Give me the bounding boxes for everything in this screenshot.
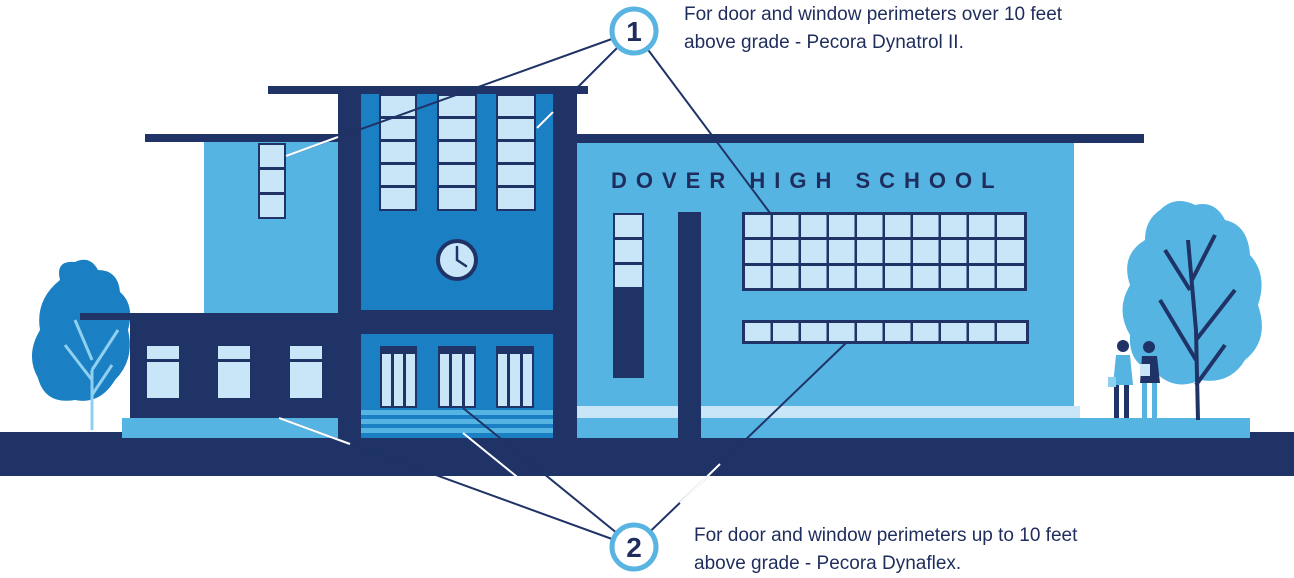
callout-1-badge: 1 xyxy=(609,6,659,56)
callout-1-number: 1 xyxy=(626,16,642,47)
tower-upper-windows xyxy=(379,94,536,211)
right-tall-window xyxy=(613,213,644,378)
callout-1-line-1: For door and window perimeters over 10 f… xyxy=(684,4,1063,25)
tower-roof xyxy=(268,86,588,94)
callout-2-badge: 2 xyxy=(609,522,659,572)
right-pillar xyxy=(678,212,701,438)
students-figures xyxy=(1108,340,1160,418)
right-wing-sill xyxy=(576,406,1080,418)
right-window-grid xyxy=(742,212,1027,291)
clock-icon xyxy=(436,239,478,281)
right-window-strip xyxy=(742,320,1029,344)
callout-2-leaders xyxy=(278,342,847,548)
ground xyxy=(0,432,1294,476)
callout-2-description: For door and window perimeters up to 10 … xyxy=(694,522,1214,578)
callout-2-number: 2 xyxy=(626,532,642,563)
callout-2-line-1: For door and window perimeters up to 10 … xyxy=(694,525,1078,546)
right-tree xyxy=(1122,201,1262,421)
left-lower-wing xyxy=(80,313,350,320)
left-roof xyxy=(145,134,350,142)
right-roof xyxy=(576,134,1144,143)
callout-2-line-2: above grade - Pecora Dynaflex. xyxy=(694,553,962,574)
left-tree xyxy=(31,259,131,430)
left-lower-windows xyxy=(147,346,322,398)
callout-1-description: For door and window perimeters over 10 f… xyxy=(684,1,1124,57)
tower-doors xyxy=(380,346,534,408)
school-sign: DOVER HIGH SCHOOL xyxy=(611,168,1004,193)
left-upper-window xyxy=(258,143,286,219)
tower-steps xyxy=(361,410,553,433)
callout-1-line-2: above grade - Pecora Dynatrol II. xyxy=(684,32,964,53)
